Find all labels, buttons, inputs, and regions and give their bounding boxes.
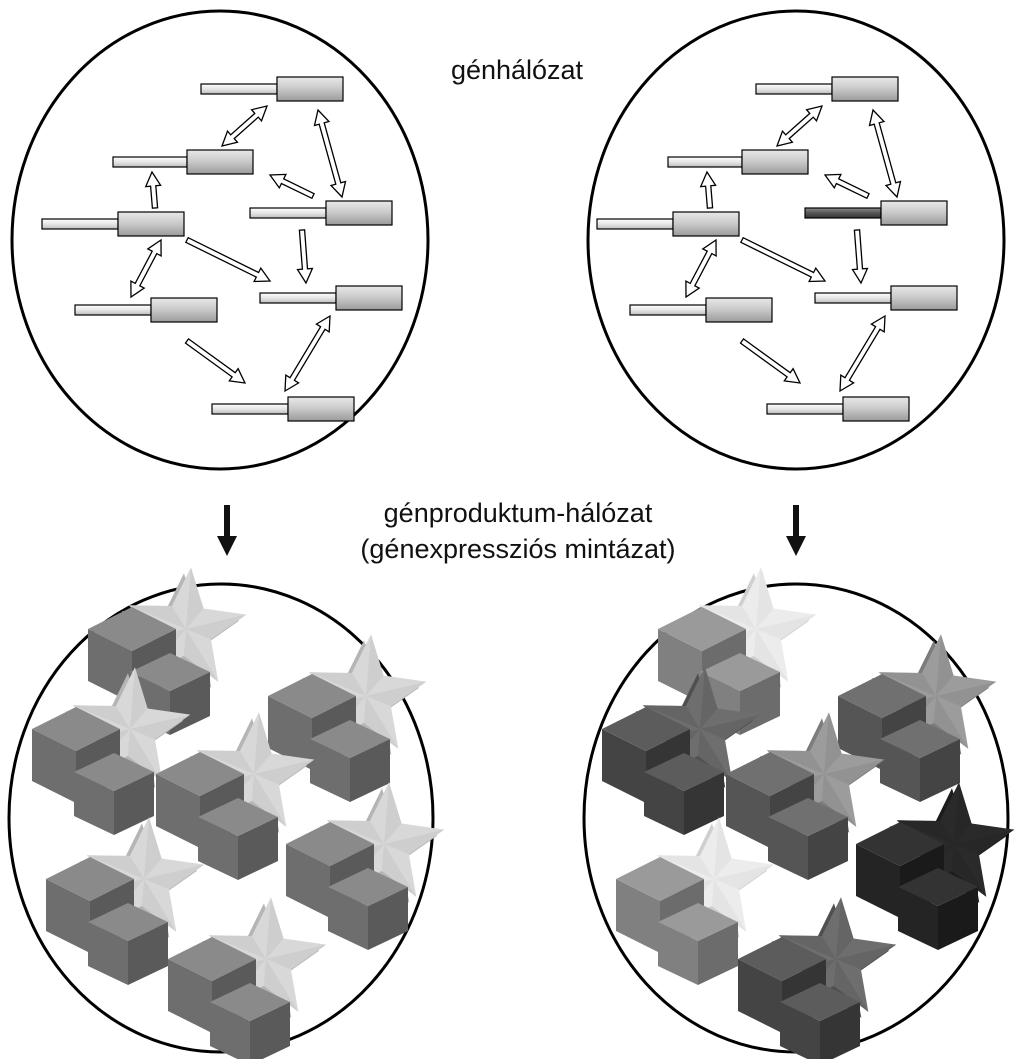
gene-product-5 bbox=[616, 817, 775, 985]
gene-0 bbox=[200, 76, 344, 102]
gene-product-0 bbox=[88, 567, 247, 735]
double-arrow-7 bbox=[284, 314, 331, 393]
gene-2 bbox=[41, 211, 185, 237]
gene-network-label: génhálózat bbox=[451, 55, 584, 85]
double-arrow-7 bbox=[839, 314, 886, 393]
double-arrow-0 bbox=[775, 105, 824, 147]
gene-1 bbox=[112, 149, 254, 175]
normal-gene-network-circle bbox=[10, 9, 430, 471]
gene-product-1 bbox=[838, 634, 997, 802]
gene-product-2 bbox=[602, 667, 761, 835]
arrow-6 bbox=[184, 236, 272, 283]
gene-6 bbox=[766, 396, 910, 422]
arrow-4 bbox=[851, 229, 869, 285]
right-down-arrow-icon bbox=[786, 505, 806, 556]
gene-4 bbox=[814, 285, 958, 311]
gene-product-6 bbox=[168, 897, 327, 1059]
gene-2 bbox=[596, 211, 740, 237]
gene-product-0 bbox=[658, 567, 817, 735]
double-arrow-0 bbox=[220, 105, 269, 147]
gene-product-2 bbox=[32, 667, 191, 835]
product-network-label-line2: (génexpressziós mintázat) bbox=[360, 534, 675, 564]
product-network-label-line1: génproduktum-hálózat bbox=[384, 498, 653, 528]
arrow-8 bbox=[739, 337, 802, 384]
gene-product-6 bbox=[738, 897, 897, 1059]
gene-product-5 bbox=[46, 817, 205, 985]
gene-6 bbox=[211, 396, 355, 422]
mutant-gene-network bbox=[596, 76, 958, 422]
gene-product-3 bbox=[726, 712, 885, 880]
arrow-3 bbox=[823, 173, 870, 200]
double-arrow-5 bbox=[130, 238, 162, 299]
gene-5 bbox=[74, 297, 218, 323]
gene-product-1 bbox=[268, 634, 427, 802]
double-arrow-1 bbox=[868, 108, 902, 199]
mutant-gene-network-circle bbox=[586, 9, 1006, 471]
gene-product-4 bbox=[286, 782, 445, 950]
mutant-product-network bbox=[602, 567, 1015, 1059]
gene-1 bbox=[667, 149, 809, 175]
arrow-8 bbox=[184, 337, 247, 384]
arrow-6 bbox=[739, 236, 827, 283]
gene-product-4 bbox=[856, 782, 1015, 950]
arrow-4 bbox=[296, 229, 314, 285]
gene-5 bbox=[629, 297, 773, 323]
normal-product-network bbox=[32, 567, 445, 1059]
normal-gene-network bbox=[41, 76, 403, 422]
double-arrow-1 bbox=[313, 108, 347, 199]
arrow-2 bbox=[144, 170, 162, 209]
arrow-3 bbox=[268, 173, 315, 200]
gene-3 bbox=[804, 200, 948, 226]
gene-product-3 bbox=[156, 712, 315, 880]
gene-4 bbox=[259, 285, 403, 311]
gene-0 bbox=[755, 76, 899, 102]
arrow-2 bbox=[699, 170, 717, 209]
gene-3 bbox=[249, 200, 393, 226]
left-down-arrow-icon bbox=[217, 505, 237, 556]
double-arrow-5 bbox=[685, 238, 717, 299]
